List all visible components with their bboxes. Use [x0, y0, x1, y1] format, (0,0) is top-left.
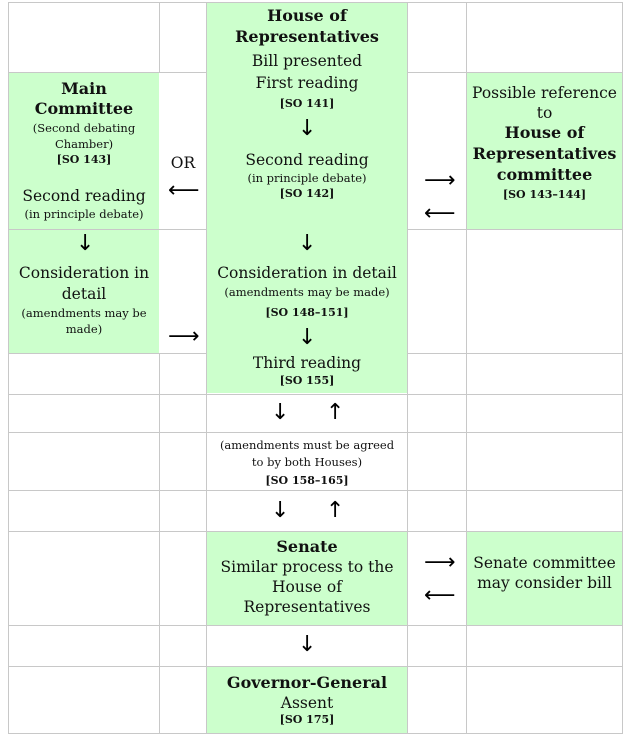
so-second-reading: [SO 142] — [279, 187, 335, 200]
down-arrow: ↓ — [271, 498, 290, 523]
grid-line — [159, 353, 160, 734]
senate-line-2: House of — [272, 578, 342, 596]
left-arrow: ⟵ — [168, 178, 200, 203]
grid-line — [8, 490, 623, 491]
so-assent: [SO 175] — [279, 713, 335, 726]
grid-line — [466, 2, 467, 734]
grid-line — [8, 625, 623, 626]
first-reading-label: First reading — [255, 74, 359, 92]
reference-line-1: Possible reference — [472, 84, 617, 102]
main-committee-second-note: (in principle debate) — [24, 207, 144, 221]
house-cell — [207, 3, 407, 393]
consideration-in-detail-label: Consideration in detail — [217, 264, 397, 282]
so-consideration-in-detail: [SO 148–151] — [265, 306, 349, 319]
main-committee-detail-note-2: made) — [65, 322, 103, 336]
grid-line — [8, 394, 623, 395]
second-reading-label: Second reading — [245, 151, 369, 169]
grid-line — [407, 72, 622, 73]
main-committee-note-2: Chamber) — [54, 137, 114, 151]
left-arrow: ⟵ — [424, 583, 456, 608]
main-committee-second-reading: Second reading — [22, 187, 146, 205]
or-label: OR — [170, 154, 196, 172]
right-arrow: ⟶ — [424, 550, 456, 575]
right-arrow: ⟶ — [168, 324, 200, 349]
house-title: House of — [267, 6, 347, 25]
governor-cell — [207, 667, 407, 733]
main-committee-cell — [9, 73, 159, 353]
senate-title: Senate — [276, 537, 338, 556]
main-committee-title-2: Committee — [34, 99, 134, 118]
reference-cell — [467, 73, 622, 229]
grid-line — [622, 2, 623, 734]
main-committee-detail: Consideration in — [18, 264, 150, 282]
assent-label: Assent — [280, 694, 334, 712]
senate-cell — [207, 532, 407, 625]
down-arrow: ↓ — [298, 116, 317, 141]
down-arrow: ↓ — [271, 400, 290, 425]
grid-line — [8, 666, 623, 667]
grid-line — [8, 733, 623, 734]
down-arrow: ↓ — [76, 231, 95, 256]
so-main-committee: [SO 143] — [56, 153, 112, 166]
main-committee-note: (Second debating — [32, 121, 136, 135]
main-committee-title: Main — [61, 79, 107, 98]
reference-committee-title: House of — [504, 123, 585, 142]
grid-line — [8, 432, 623, 433]
senate-committee-line-2: may consider bill — [477, 574, 612, 592]
down-arrow: ↓ — [298, 632, 317, 657]
down-arrow: ↓ — [298, 325, 317, 350]
grid-line — [407, 2, 408, 734]
grid-line — [8, 2, 9, 734]
grid-line — [206, 2, 207, 734]
amendments-note: (amendments must be agreed — [219, 438, 395, 452]
grid-line — [8, 229, 207, 230]
so-amendments: [SO 158–165] — [265, 474, 349, 487]
reference-committee-title-2: Representatives — [472, 144, 617, 163]
bill-presented-label: Bill presented — [251, 52, 363, 70]
so-first-reading: [SO 141] — [279, 97, 335, 110]
grid-line — [8, 353, 207, 354]
right-arrow: ⟶ — [424, 168, 456, 193]
second-reading-note: (in principle debate) — [247, 171, 367, 185]
third-reading-label: Third reading — [252, 354, 362, 372]
grid-line — [8, 2, 623, 3]
so-reference: [SO 143–144] — [502, 188, 587, 201]
consideration-in-detail-note: (amendments may be made) — [224, 285, 390, 299]
house-title-2: Representatives — [235, 27, 379, 46]
grid-line — [8, 531, 623, 532]
senate-line-3: Representatives — [243, 598, 371, 616]
amendments-note-2: to by both Houses) — [251, 455, 363, 469]
reference-line-2: to — [536, 104, 553, 122]
so-third-reading: [SO 155] — [279, 374, 335, 387]
grid-line — [159, 2, 160, 73]
grid-line — [407, 353, 622, 354]
senate-committee-cell — [467, 532, 622, 625]
main-committee-detail-note: (amendments may be — [21, 306, 147, 320]
senate-line-1: Similar process to the — [220, 558, 394, 576]
left-arrow: ⟵ — [424, 201, 456, 226]
governor-general-title: Governor-General — [226, 673, 388, 692]
grid-line — [407, 229, 622, 230]
reference-committee-title-3: committee — [496, 165, 593, 184]
up-arrow: ↑ — [326, 498, 345, 523]
main-committee-detail-2: detail — [61, 285, 107, 303]
down-arrow: ↓ — [298, 231, 317, 256]
grid-line — [8, 72, 207, 73]
senate-committee-line-1: Senate committee — [473, 554, 616, 572]
up-arrow: ↑ — [326, 400, 345, 425]
